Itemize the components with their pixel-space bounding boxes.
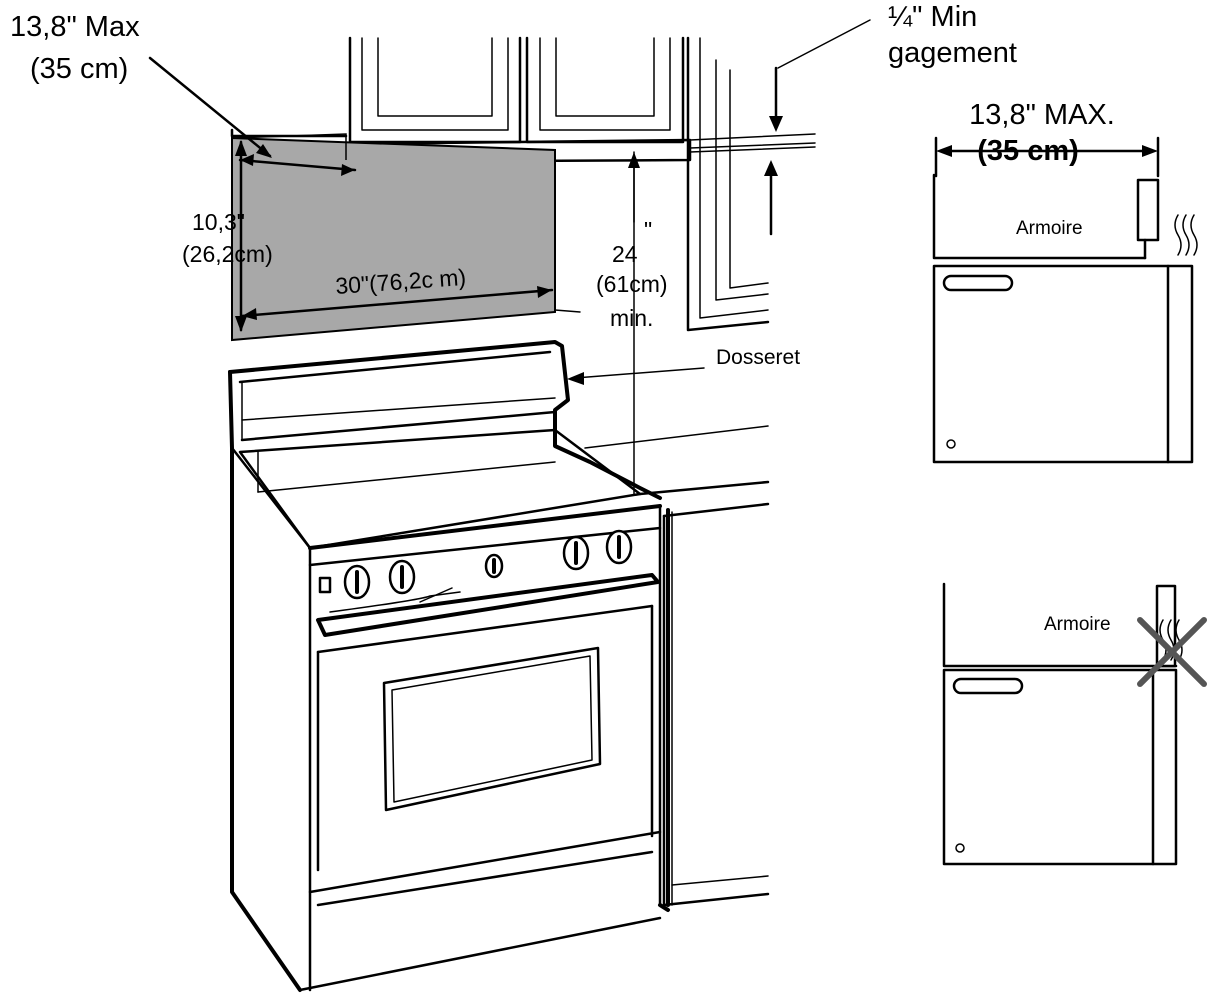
top-depth-arrow bbox=[148, 56, 357, 176]
top-depth-label-line1: 13,8" Max bbox=[10, 11, 140, 43]
clearance-label-line2: gagement bbox=[888, 37, 1017, 69]
clearance-label-line1: ¼" Min bbox=[888, 1, 977, 33]
incorrect-installation-diagram bbox=[942, 582, 1207, 866]
range-stove bbox=[228, 340, 670, 992]
cabinet-label-correct: Armoire bbox=[1016, 218, 1083, 239]
indicator-light-icon bbox=[318, 576, 332, 594]
depth-max-label-line1: 13,8" MAX. bbox=[969, 99, 1115, 131]
min-height-label-line1: 24 bbox=[612, 241, 638, 267]
clearance-arrows bbox=[764, 19, 871, 236]
oven-window bbox=[382, 646, 602, 812]
backsplash-label: Dosseret bbox=[716, 346, 800, 369]
knob-1-icon bbox=[343, 564, 371, 600]
heat-icon bbox=[1174, 214, 1198, 256]
knob-2-icon bbox=[388, 559, 416, 595]
backsplash-panel bbox=[231, 133, 581, 342]
min-height-label-line2: (61cm) bbox=[596, 271, 668, 297]
knob-5-icon bbox=[605, 529, 633, 565]
not-allowed-icon bbox=[1137, 617, 1207, 687]
upper-cabinets bbox=[230, 36, 816, 332]
height-label-line1: 10,3" bbox=[192, 209, 245, 235]
knob-4-icon bbox=[562, 535, 590, 571]
height-arrow bbox=[235, 140, 247, 332]
width-arrow bbox=[240, 286, 554, 320]
backsplash-pointer bbox=[574, 367, 705, 379]
depth-max-label-line2: (35 cm) bbox=[977, 135, 1079, 167]
countertop bbox=[584, 425, 770, 907]
top-depth-label-line2: (35 cm) bbox=[30, 53, 128, 85]
cabinet-label-incorrect: Armoire bbox=[1044, 614, 1111, 635]
min-height-inch-mark: " bbox=[644, 217, 652, 243]
correct-installation-diagram bbox=[932, 136, 1198, 464]
height-label-line2: (26,2cm) bbox=[182, 241, 273, 267]
min-height-arrow bbox=[628, 151, 640, 496]
clearance-gap-line bbox=[689, 146, 816, 153]
min-height-label-line3: min. bbox=[610, 305, 653, 331]
oven-handle bbox=[316, 573, 660, 637]
knob-3-icon bbox=[484, 553, 504, 579]
